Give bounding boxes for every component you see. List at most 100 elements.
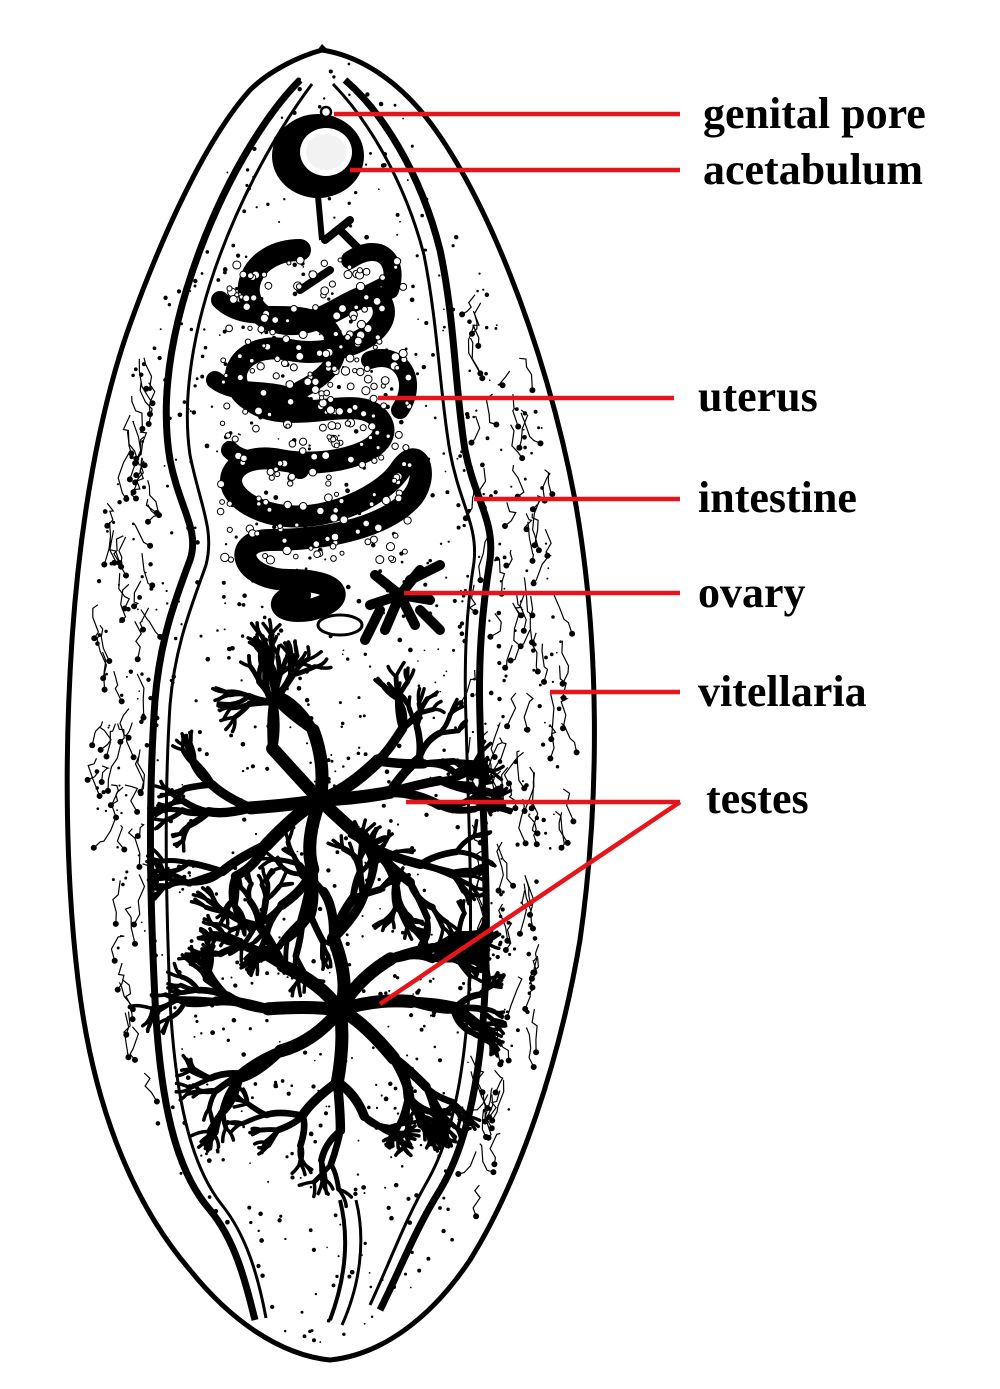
stipple-dot (313, 780, 316, 783)
stipple-dot (499, 448, 503, 452)
vitellaria-follicle (126, 476, 133, 483)
stipple-dot (451, 244, 455, 248)
stipple-dot (159, 328, 162, 331)
testis-branch (267, 699, 279, 754)
testis-branch (373, 678, 386, 690)
uterus-egg (363, 294, 370, 301)
vitellaria-duct (506, 692, 517, 727)
vitellaria-follicle (505, 1057, 512, 1064)
vitellaria-duct (118, 536, 127, 576)
stipple-dot (345, 488, 350, 494)
testis-branch (274, 1003, 347, 1058)
stipple-dot (431, 353, 435, 357)
testis-branch (318, 1157, 325, 1183)
stipple-dot (425, 404, 428, 407)
vitellaria-follicle (484, 775, 491, 782)
stipple-dot (404, 347, 408, 351)
testis-branch (185, 1090, 201, 1097)
vitellaria-follicle (493, 421, 500, 428)
stipple-dot (223, 362, 228, 366)
testis-branch (318, 886, 339, 943)
stipple-dot (345, 941, 350, 947)
stipple-dot (507, 1108, 511, 1111)
vitellaria-follicle (549, 491, 556, 498)
testis-branch (249, 621, 264, 639)
stipple-dot (250, 981, 254, 985)
uterus-egg (339, 550, 345, 556)
stipple-dot (333, 216, 336, 219)
uterus-egg (352, 367, 358, 374)
uterus-egg (354, 528, 361, 535)
uterus-egg (378, 304, 386, 313)
stipple-dot (242, 593, 247, 598)
stipple-dot (335, 1274, 339, 1279)
stipple-dot (205, 1152, 208, 1156)
stipple-dot (377, 877, 381, 882)
stipple-dot (216, 629, 219, 632)
uterus-egg (289, 363, 298, 372)
testis-branch (219, 715, 237, 723)
testis-branch (461, 899, 467, 915)
vitellaria-duct (549, 692, 555, 740)
vitellaria-duct (460, 670, 476, 704)
stipple-dot (206, 1158, 212, 1163)
stipple-dot (445, 670, 448, 673)
stipple-dot (531, 648, 536, 653)
uterus-egg (320, 259, 328, 267)
uterus-egg (339, 515, 349, 525)
testis-branch (326, 841, 345, 850)
vitellaria-follicle (140, 714, 147, 721)
testis-branch (130, 1003, 154, 1011)
stipple-dot (308, 556, 312, 560)
testis-branch (388, 1053, 413, 1102)
uterus-egg (255, 495, 262, 502)
stipple-dot (107, 726, 110, 729)
stipple-dot (195, 1019, 199, 1023)
stipple-dot (422, 888, 427, 893)
uterus-egg (371, 492, 377, 498)
stipple-dot (139, 719, 144, 725)
excretory-duct (328, 1199, 363, 1326)
stipple-dot (416, 873, 419, 876)
vitellaria-follicle (533, 1049, 540, 1056)
stipple-dot (96, 807, 100, 811)
stipple-dot (547, 567, 550, 570)
uterus-egg (330, 532, 340, 542)
uterus-egg (231, 435, 239, 443)
uterus-egg (345, 353, 355, 363)
stipple-dot (116, 809, 118, 811)
testis-branch (159, 870, 175, 877)
vitellaria-follicle (515, 423, 522, 430)
stipple-dot (117, 766, 121, 770)
stipple-dot (443, 325, 446, 329)
stipple-dot (318, 1123, 323, 1128)
stipple-dot (241, 769, 245, 773)
vitellaria-duct (119, 708, 130, 739)
vitellaria-follicle (473, 1213, 480, 1220)
uterus-egg (328, 280, 336, 288)
stipple-dot (384, 1186, 387, 1189)
vitellaria-follicle (479, 939, 486, 946)
uterus-egg (247, 325, 253, 331)
stipple-dot (435, 604, 439, 608)
vitellaria-duct (113, 671, 123, 702)
stipple-dot (148, 562, 153, 567)
stipple-dot (328, 971, 331, 974)
uterus-egg (361, 305, 369, 313)
testis-branch (286, 825, 295, 844)
vitellaria-duct (491, 1079, 505, 1121)
testis-branch (464, 889, 477, 902)
stipple-dot (142, 485, 146, 490)
uterus-egg (391, 477, 398, 484)
uterus-egg (220, 552, 230, 563)
stipple-dot (390, 1156, 393, 1159)
stipple-dot (361, 914, 364, 918)
testis-branch (396, 873, 411, 883)
stipple-dot (278, 936, 281, 939)
vitellaria-follicle (533, 841, 540, 848)
testis-branch (179, 987, 201, 996)
testis-branch (431, 707, 446, 715)
vitellaria-duct (138, 358, 154, 404)
stipple-dot (530, 451, 533, 455)
stipple-dot (308, 1228, 313, 1233)
